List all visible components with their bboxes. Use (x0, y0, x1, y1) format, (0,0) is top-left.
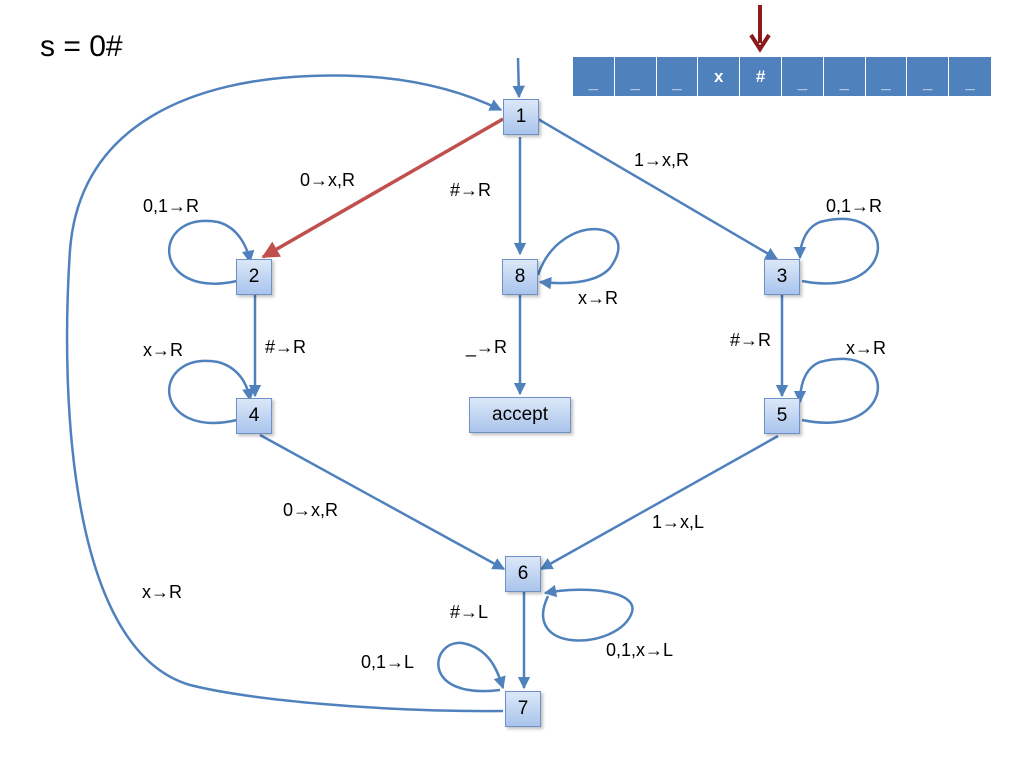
tape-cell: _ (573, 57, 615, 96)
label-1-8: #→R (450, 180, 492, 200)
input-string-title: s = 0# (40, 30, 123, 63)
edge-4-6 (259, 433, 506, 571)
tape-cell: _ (907, 57, 950, 96)
label-loop-3: 0,1→R (826, 196, 883, 216)
loop-3 (793, 217, 880, 285)
state-4: 4 (236, 398, 272, 434)
state-2: 2 (236, 259, 272, 295)
loop-5 (793, 357, 880, 424)
label-5-6: 1→x,L (652, 512, 705, 532)
state-accept: accept (469, 397, 571, 433)
label-1-3: 1→x,R (634, 150, 690, 170)
tape-cell: _ (614, 57, 657, 96)
state-7: 7 (505, 691, 541, 727)
state-3: 3 (764, 259, 800, 295)
loop-7 (437, 641, 506, 693)
tape-cell-head: # (740, 57, 782, 96)
edge-1-3 (537, 117, 779, 261)
label-loop-2: 0,1→R (143, 196, 200, 216)
label-1-2: 0→x,R (300, 170, 356, 190)
label-4-6: 0→x,R (283, 500, 339, 520)
tape: _ _ _ x # _ _ _ _ _ (573, 57, 991, 96)
loop-2 (168, 219, 255, 285)
label-2-4: #→R (265, 337, 307, 357)
label-loop-4: x→R (143, 340, 183, 360)
label-loop-5: x→R (846, 338, 886, 358)
label-loop-7: 0,1→L (361, 652, 415, 672)
edge-5-6 (539, 434, 779, 571)
tape-cell: _ (781, 57, 824, 96)
tape-cell: x (698, 57, 741, 96)
label-6-7: #→L (450, 602, 489, 622)
loop-4 (168, 359, 255, 425)
label-loop-8: x→R (578, 288, 618, 308)
tape-cell: _ (865, 57, 908, 96)
state-5: 5 (764, 398, 800, 434)
edge-1-2-active (261, 117, 504, 259)
label-loop-6: 0,1,x→L (606, 640, 674, 660)
tape-cell: _ (823, 57, 866, 96)
label-3-5: #→R (730, 330, 772, 350)
state-1: 1 (503, 99, 539, 135)
label-8-accept: _→R (466, 337, 508, 357)
loop-8 (536, 227, 620, 290)
tape-head-arrow-icon (749, 5, 771, 53)
state-8: 8 (502, 259, 538, 295)
start-arrow (512, 57, 525, 99)
tape-cell: _ (949, 57, 991, 96)
loop-6 (541, 584, 634, 642)
label-7-1: x→R (142, 582, 182, 602)
tape-cell: _ (656, 57, 699, 96)
state-6: 6 (505, 556, 541, 592)
edge-7-1 (65, 74, 504, 713)
